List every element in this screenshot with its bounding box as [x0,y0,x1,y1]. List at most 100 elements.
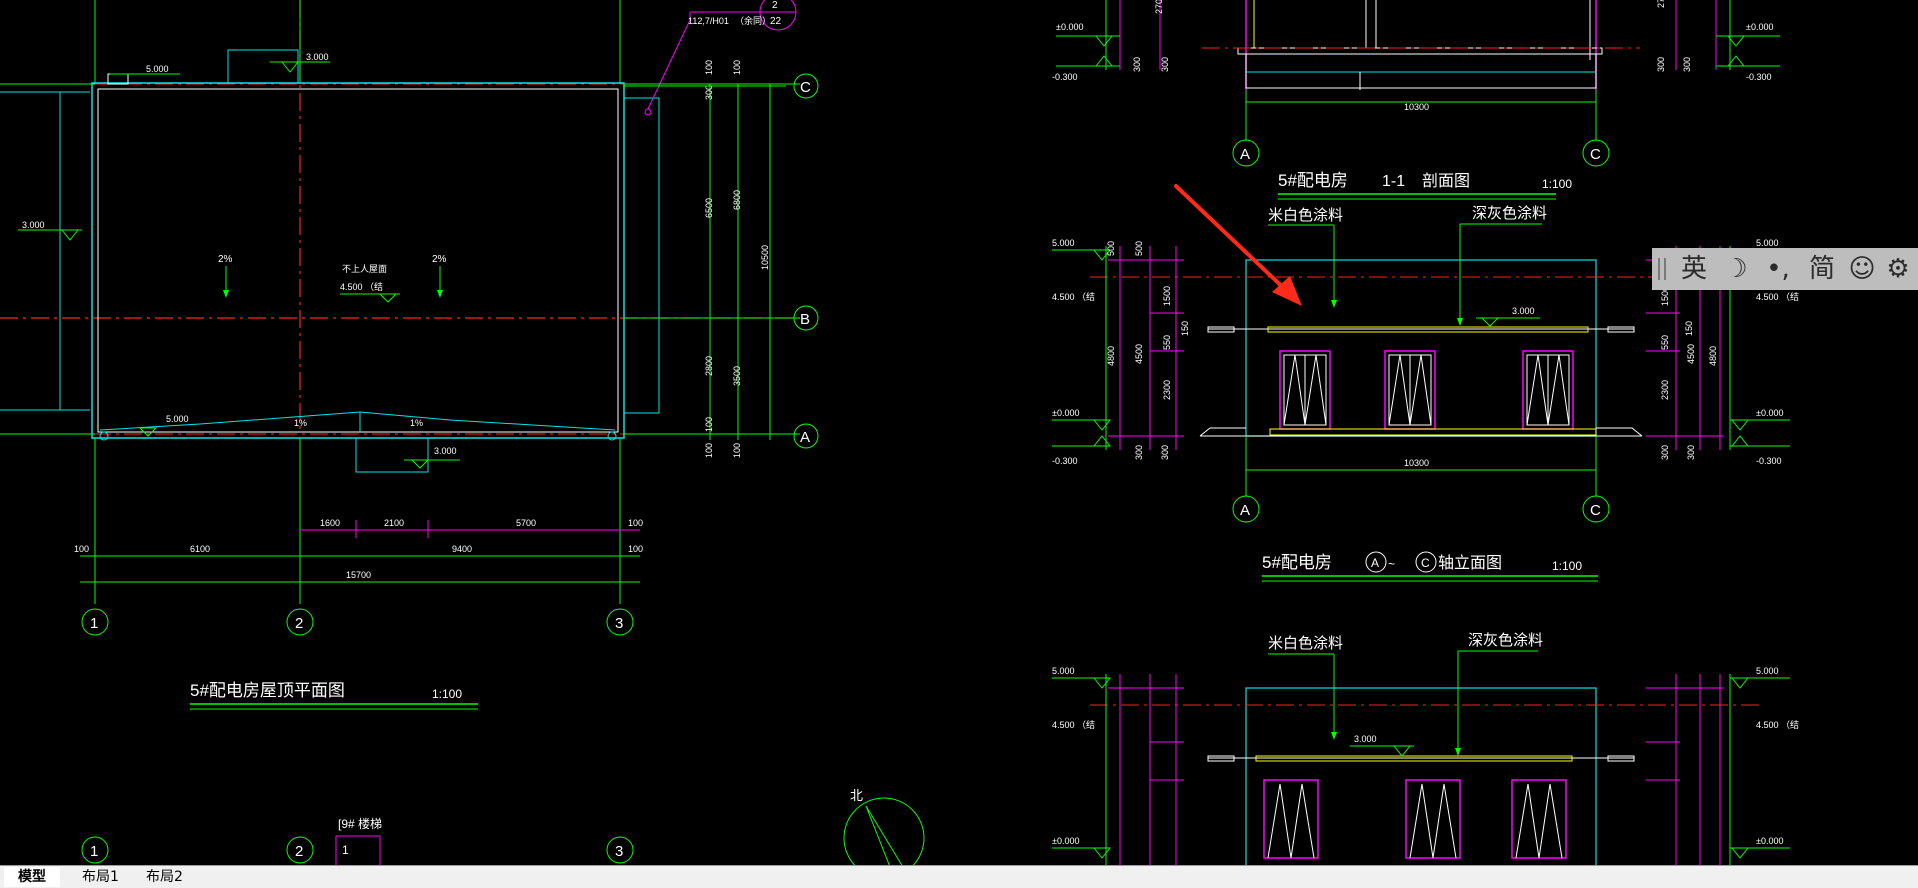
plan-stair-box: 1 [342,843,349,857]
elev2-3000: 3.000 [1354,734,1377,744]
elev-dim-r-2300: 2300 [1660,380,1670,400]
plan-roof-note: 不上人屋面 [342,264,387,274]
elev2-0-l: ±0.000 [1052,836,1079,846]
elevation-view-2: 米白色涂料 深灰色涂料 3.000 5.000 4.500 （结 ±0.000 … [1052,632,1799,871]
plan-left-elev: 3.000 [22,220,45,230]
plan-circle-b: 22 [770,16,782,27]
plan-dim-r-10500: 10500 [760,245,770,270]
plan-top-note2: （余同） [735,15,771,26]
plan-axis-c: C [800,79,811,96]
elev-title: 5#配电房 [1262,553,1332,572]
section-axis-c: C [1590,146,1601,163]
elev-span: 10300 [1404,458,1429,468]
plan-axis-3: 3 [615,615,623,632]
ime-toolbar[interactable]: 英 ☽ •, 简 ☺ ⚙ [1652,248,1918,290]
section-elev-0: ±0.000 [1056,22,1083,32]
elev-axis-a: A [1240,502,1250,519]
plan-slope-right: 2% [432,254,447,265]
plan-dim-b-9400: 9400 [452,544,472,554]
plan-dim-r-3500: 3500 [732,366,742,386]
plan-axis-2-lower: 2 [295,843,303,860]
elev-dim-4500: 4500 [1134,344,1144,364]
elev-title-axis-c: C [1421,556,1430,570]
red-pointer-arrow [1174,184,1302,306]
plan-dim-r-100a: 100 [704,60,714,75]
elev-m03-r: -0.300 [1756,456,1782,466]
plan-scale: 1:100 [432,687,462,701]
plan-axis-b: B [800,311,810,328]
elev-dim-r-550: 550 [1660,335,1670,350]
section-elev-0-r: ±0.000 [1746,22,1773,32]
section-title: 5#配电房 [1278,171,1348,190]
ime-mode-toggle[interactable]: 英 [1680,254,1707,284]
elev-title-axis-a: A [1371,556,1379,570]
plan-slope-left: 2% [218,254,233,265]
plan-dim-b-15700: 15700 [346,570,371,580]
plan-slope-1-right: 1% [410,418,423,428]
elev2-0-r: ±0.000 [1756,836,1783,846]
section-dim-300a: 300 [1132,57,1142,72]
plan-dim-r-6800: 6800 [732,190,742,210]
section-dim-300d: 300 [1682,57,1692,72]
plan-circle-a: 2 [772,0,778,11]
ime-punctuation-toggle[interactable]: •, [1766,254,1790,284]
elev-dim-r-1500: 1500 [1660,286,1670,306]
elev2-5000-r: 5.000 [1756,666,1779,676]
plan-dim-b-100b: 100 [74,544,89,554]
plan-elev-5000-b: 5.000 [166,414,189,424]
ime-drag-handle[interactable] [1658,258,1666,280]
plan-axis-1: 1 [90,615,98,632]
section-dim-2700-r: 2700 [1656,0,1666,8]
elev-0-r: ±0.000 [1756,408,1783,418]
elev-0-l: ±0.000 [1052,408,1079,418]
elev-dim-150: 150 [1180,321,1190,336]
elev-dim-2300: 2300 [1162,380,1172,400]
section-dim-300c: 300 [1656,57,1666,72]
window-3 [1522,350,1574,430]
elev-scale: 1:100 [1552,559,1582,573]
plan-axis-a: A [800,429,810,446]
elev2-paint-grey: 深灰色涂料 [1468,632,1543,649]
ime-charset-toggle[interactable]: 简 [1808,254,1835,284]
layout-tab-bar: 模型 布局1 布局2 [0,865,1918,888]
section-elev-m03: -0.300 [1052,72,1078,82]
elev-dim-500-b: 500 [1134,241,1144,256]
elev-paint-white: 米白色涂料 [1268,207,1343,224]
plan-elev-5000: 5.000 [146,64,169,74]
plan-title: 5#配电房屋顶平面图 [190,681,345,700]
elev-dim-500-a: 500 [1106,241,1116,256]
emoji-icon[interactable]: ☺ [1848,254,1876,284]
moon-icon[interactable]: ☽ [1724,254,1748,284]
section-dim-300b: 300 [1160,57,1170,72]
gear-icon[interactable]: ⚙ [1886,254,1910,284]
tab-layout-2[interactable]: 布局2 [146,869,183,885]
plan-elev-3000-top: 3.000 [306,52,329,62]
elev-axis-c: C [1590,502,1601,519]
elev-dim-300-b: 300 [1160,445,1170,460]
section-view: 10300 2700 2700 300 300 300 300 ±0.000 -… [1052,0,1780,200]
elev-m03-l: -0.300 [1052,456,1078,466]
plan-top-note: 112,7/H01 [688,16,729,26]
plan-axis-1-lower: 1 [90,843,98,860]
svg-text:~: ~ [1388,557,1395,571]
plan-axis-2: 2 [295,615,303,632]
north-label: 北 [850,788,863,803]
elev2-paint-white: 米白色涂料 [1268,635,1343,652]
section-title-code: 1-1 [1382,173,1405,190]
plan-dim-r-100d: 100 [732,443,742,458]
roof-plan: 112,7/H01 （余同） 2 22 5.000 3.000 3.000 5.… [0,0,925,879]
section-scale: 1:100 [1542,177,1572,191]
plan-axis-3-lower: 3 [615,843,623,860]
plan-roof-elev: 4.500 （结 [340,281,383,292]
window-1 [1279,350,1331,430]
tab-layout-1[interactable]: 布局1 [82,869,119,885]
elev-dim-1500: 1500 [1162,286,1172,306]
plan-dim-r-6500: 6500 [704,198,714,218]
elev-5000-l: 5.000 [1052,238,1075,248]
elev-title-axes: 轴立面图 [1438,554,1502,572]
section-title-text: 剖面图 [1422,172,1470,190]
tab-model[interactable]: 模型 [4,867,60,887]
plan-dim-b-100a: 100 [628,518,643,528]
